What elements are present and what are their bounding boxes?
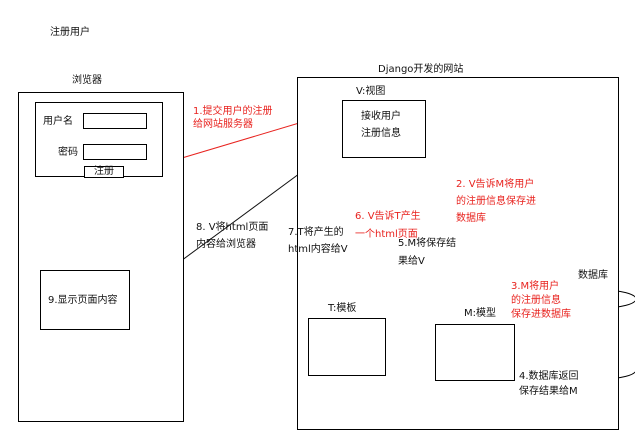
username-label: 用户名 [43,116,73,127]
model-box [435,324,515,381]
step-1-text: 1.提交用户的注册给网站服务器 [193,106,273,130]
browser-label: 浏览器 [72,75,102,86]
register-button[interactable]: 注册 [84,166,124,178]
site-label: Django开发的网站 [378,64,464,75]
step-8-text: 8. V将html页面内容给浏览器 [196,222,269,250]
display-label: 9.显示页面内容 [48,295,118,306]
view-label: V:视图 [356,86,386,97]
step-6-text: 6. V告诉T产生一个html页面 [355,211,421,240]
password-label: 密码 [58,147,78,158]
password-input[interactable] [83,144,147,160]
database-label: 数据库 [578,270,608,281]
display-box [40,270,130,330]
page-title: 注册用户 [50,27,90,38]
template-label: T:模板 [328,303,357,314]
step-2-text: 2. V告诉M将用户的注册信息保存进数据库 [456,179,536,224]
view-text-line2: 注册信息 [361,128,401,139]
username-input[interactable] [83,113,147,129]
view-box [342,100,426,158]
step-3-text: 3.M将用户的注册信息保存进数据库 [511,281,571,320]
view-text-line1: 接收用户 [361,111,401,122]
step-4-text: 4.数据库返回保存结果给M [519,371,579,397]
model-label: M:模型 [464,308,496,319]
step-5-text: 5.M将保存结果给V [398,238,457,267]
template-box [308,318,386,376]
